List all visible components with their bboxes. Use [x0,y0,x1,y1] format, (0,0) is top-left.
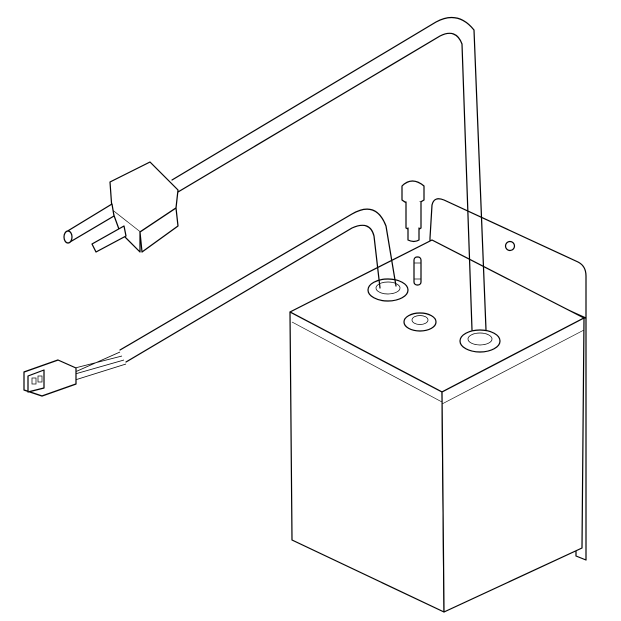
fuse-holder [401,180,425,243]
power-cord-plug [63,161,179,253]
power-cord [171,16,487,331]
wire-harness-connector [23,359,77,397]
enclosure-box [289,239,585,613]
blade-pin [91,225,127,253]
fuse [413,256,422,286]
mounting-hole [504,240,516,252]
box-side [441,317,585,613]
wire-harness-cable [74,208,397,381]
grommet-center [403,312,437,332]
